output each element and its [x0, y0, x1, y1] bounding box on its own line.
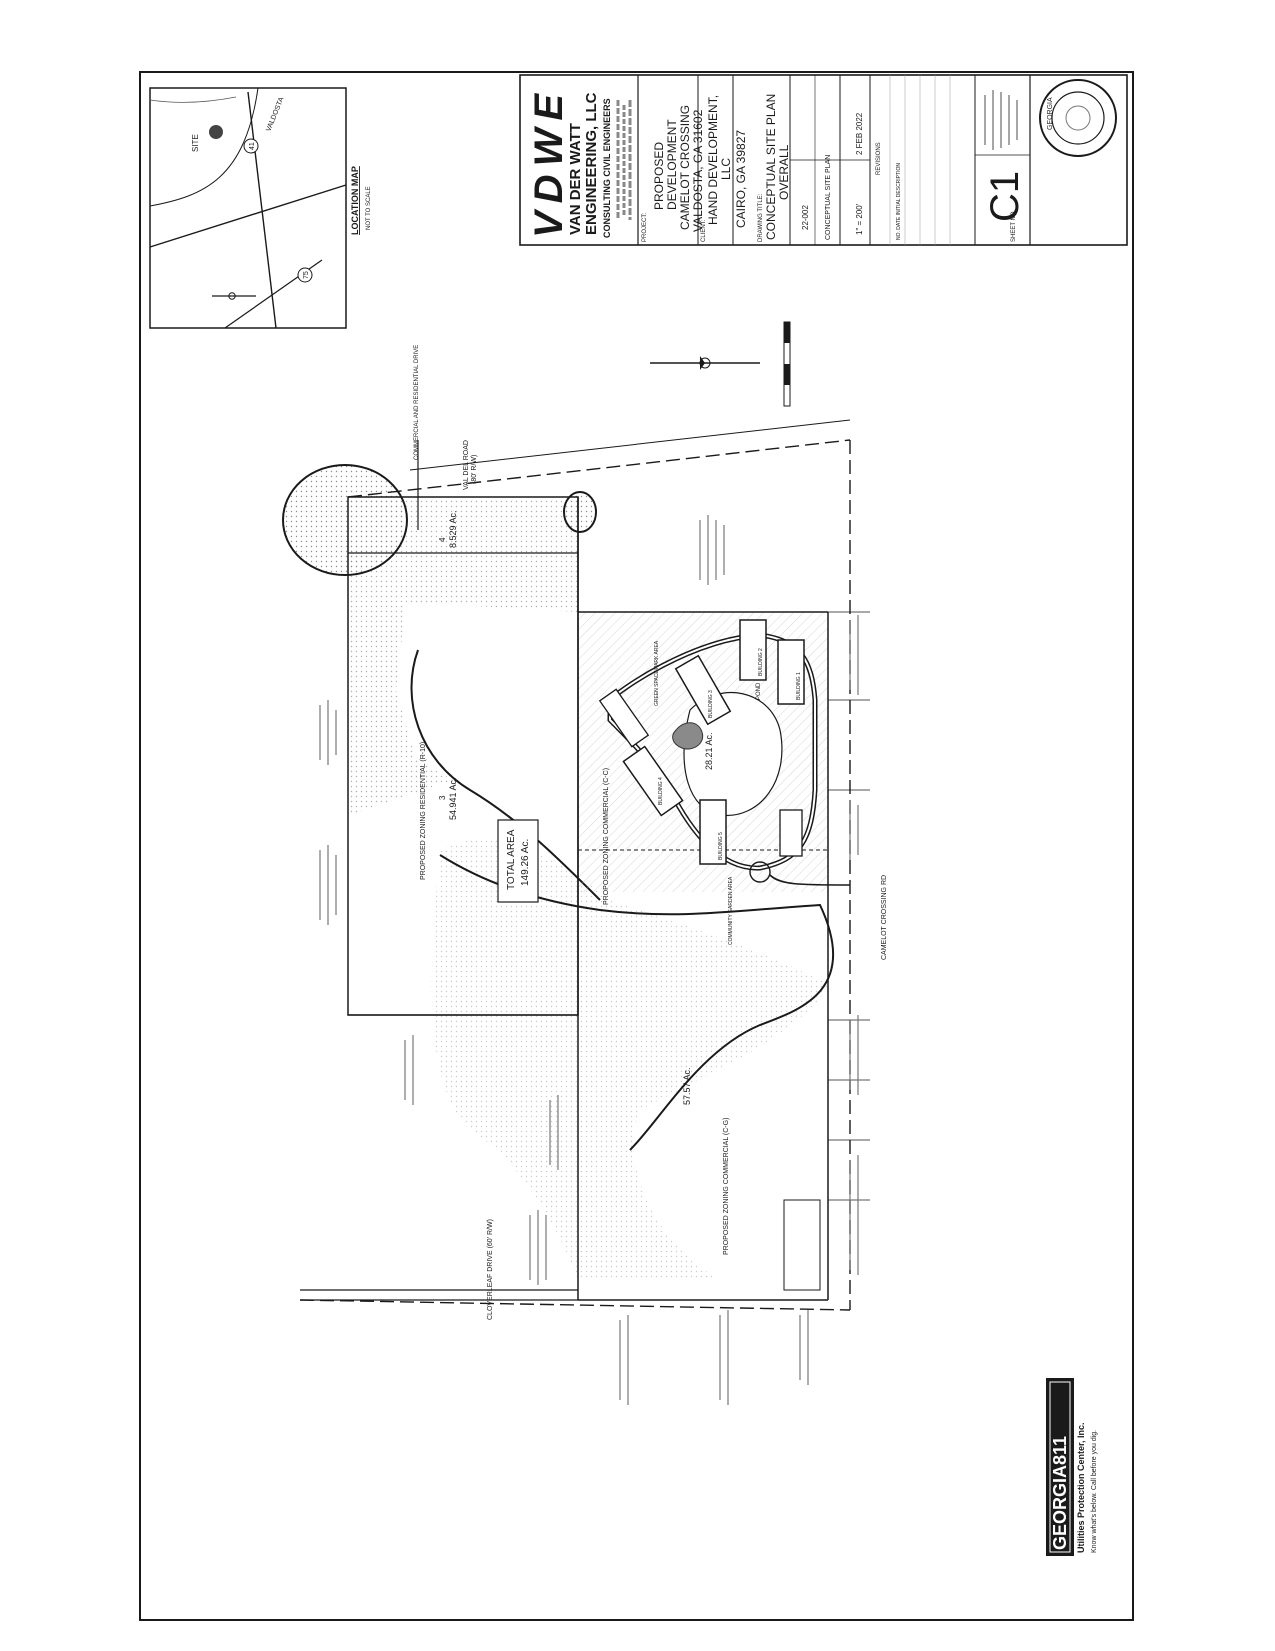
scale-value: 1" = 200' [855, 203, 864, 235]
georgia-811-tagline: Utilities Protection Center, Inc. [1076, 1422, 1086, 1553]
total-area-value: 149.26 Ac. [520, 839, 531, 886]
drawing-title-line-2: OVERALL [777, 144, 791, 200]
building-4 [622, 745, 684, 817]
firm-tagline: CONSULTING CIVIL ENGINEERS [602, 98, 612, 238]
zoning-boundary-commercial [439, 854, 834, 1151]
seal-text: GEORGIA [1047, 97, 1054, 130]
parcel-3-number: 3 [438, 795, 447, 800]
drawing-name: CONCEPTUAL SITE PLAN [825, 155, 832, 240]
total-area-label: TOTAL AREA [506, 829, 517, 890]
project-line-3: CAMELOT CROSSING [678, 105, 692, 230]
zoning-commercial-label-2: PROPOSED ZONING COMMERCIAL (C-C) [603, 768, 610, 905]
adjacent-owner-notes [319, 515, 859, 1405]
route-41-shield: 41 [249, 142, 256, 150]
site-plan: TOTAL AREA 149.26 Ac. 3 54.941 Ac. 4 8.5… [282, 345, 888, 1405]
route-75-shield: 75 [303, 271, 310, 279]
building-3 [674, 654, 732, 726]
client-line-3: CAIRO, GA 39827 [734, 130, 748, 228]
location-site-label: SITE [191, 134, 200, 152]
revisions-label: REVISIONS [876, 142, 882, 175]
location-map: SITE VALDOSTA 41 75 LOCATION MAP NOT TO … [149, 87, 372, 329]
zoning-commercial-label: PROPOSED ZONING COMMERCIAL (C-G) [723, 1118, 730, 1255]
pond-label: POND [756, 682, 762, 700]
parcel-4-area: 8.529 Ac. [448, 510, 458, 548]
date-value: 2 FEB 2022 [855, 112, 864, 155]
parcel-4-number: 4 [438, 537, 447, 542]
total-area-box: TOTAL AREA 149.26 Ac. [497, 819, 539, 903]
sheet-number: C1 [983, 171, 1027, 222]
camelot-crossing-label: CAMELOT CROSSING RD [881, 875, 888, 960]
graphic-scale [783, 321, 791, 407]
building-5 [699, 799, 727, 865]
copyright-note [984, 90, 1018, 150]
engineer-seal: GEORGIA [1039, 79, 1117, 157]
building-4-label: BUILDING 4 [658, 777, 664, 805]
zoning-boundary-residential [410, 649, 601, 901]
location-map-scale: NOT TO SCALE [366, 186, 372, 230]
firm-logo: VDWE [527, 86, 571, 238]
camelot-crossing-rd [769, 874, 851, 886]
north-arrow [650, 356, 760, 370]
project-line-2: DEVELOPMENT [665, 119, 679, 210]
commercial-drive-label: COMMERCIAL AND RESIDENTIAL DRIVE [414, 345, 420, 460]
building-1-label: BUILDING 1 [796, 672, 802, 700]
building-2 [739, 619, 767, 681]
drawing-title-line-1: CONCEPTUAL SITE PLAN [764, 94, 778, 240]
building-3-label: BUILDING 3 [708, 690, 714, 718]
val-del-road-rw: (80' R/W) [471, 455, 478, 484]
amenity-feature [672, 722, 704, 750]
zoning-residential-label: PROPOSED ZONING RESIDENTIAL (R-10) [420, 742, 427, 880]
project-label: PROJECT: [642, 213, 648, 242]
firm-name-line1: VAN DER WATT [567, 123, 584, 235]
location-map-title: LOCATION MAP [350, 166, 360, 235]
georgia-811-badge: GEORGIA811 Utilities Protection Center, … [1046, 1378, 1098, 1556]
firm-name-line2: ENGINEERING, LLC [583, 92, 600, 235]
georgia-811-brand: GEORGIA811 [1050, 1436, 1070, 1550]
site-location-marker [209, 125, 223, 139]
project-number: 22-002 [801, 205, 810, 230]
north-arrow-inset [212, 292, 256, 300]
sheet-number-label: SHEET NO. [1011, 209, 1017, 242]
client-label: CLIENT: [701, 219, 707, 242]
parcel-3-area: 54.941 Ac. [448, 777, 458, 820]
sheet-border [139, 71, 1134, 1621]
project-line-1: PROPOSED [652, 142, 666, 210]
drawing-title-label: DRAWING TITLE: [758, 193, 764, 242]
parcel-2-area: 28.21 Ac. [704, 732, 714, 770]
community-garden-label: COMMUNITY GARDEN AREA [728, 876, 734, 945]
building-2-label: BUILDING 2 [758, 648, 764, 676]
client-line-1: HAND DEVELOPMENT, [706, 95, 720, 225]
project-line-4: VALDOSTA, GA 31602 [691, 109, 705, 232]
commercial-zone-south [431, 839, 830, 1280]
building-1 [777, 639, 805, 705]
cloverleaf-drive-label: CLOVERLEAF DRIVE (60' R/W) [487, 1219, 494, 1320]
firm-contact-lines [616, 100, 632, 220]
parcel-5-area: 57.57 Ac. [682, 1067, 692, 1105]
building-5-label: BUILDING 5 [718, 832, 724, 860]
client-line-2: LLC [719, 158, 733, 180]
roundabout [749, 861, 771, 883]
revisions-columns: NO. DATE INITIAL DESCRIPTION [896, 163, 902, 240]
val-del-road-label: VAL DEL ROAD [463, 440, 470, 490]
georgia-811-call: Know what's below. Call before you dig. [1091, 1430, 1098, 1553]
val-del-wetland [282, 464, 408, 576]
title-block: VDWE VAN DER WATT ENGINEERING, LLC CONSU… [519, 74, 1128, 246]
green-space-label: GREEN SPACE/PARK AREA [654, 640, 660, 706]
